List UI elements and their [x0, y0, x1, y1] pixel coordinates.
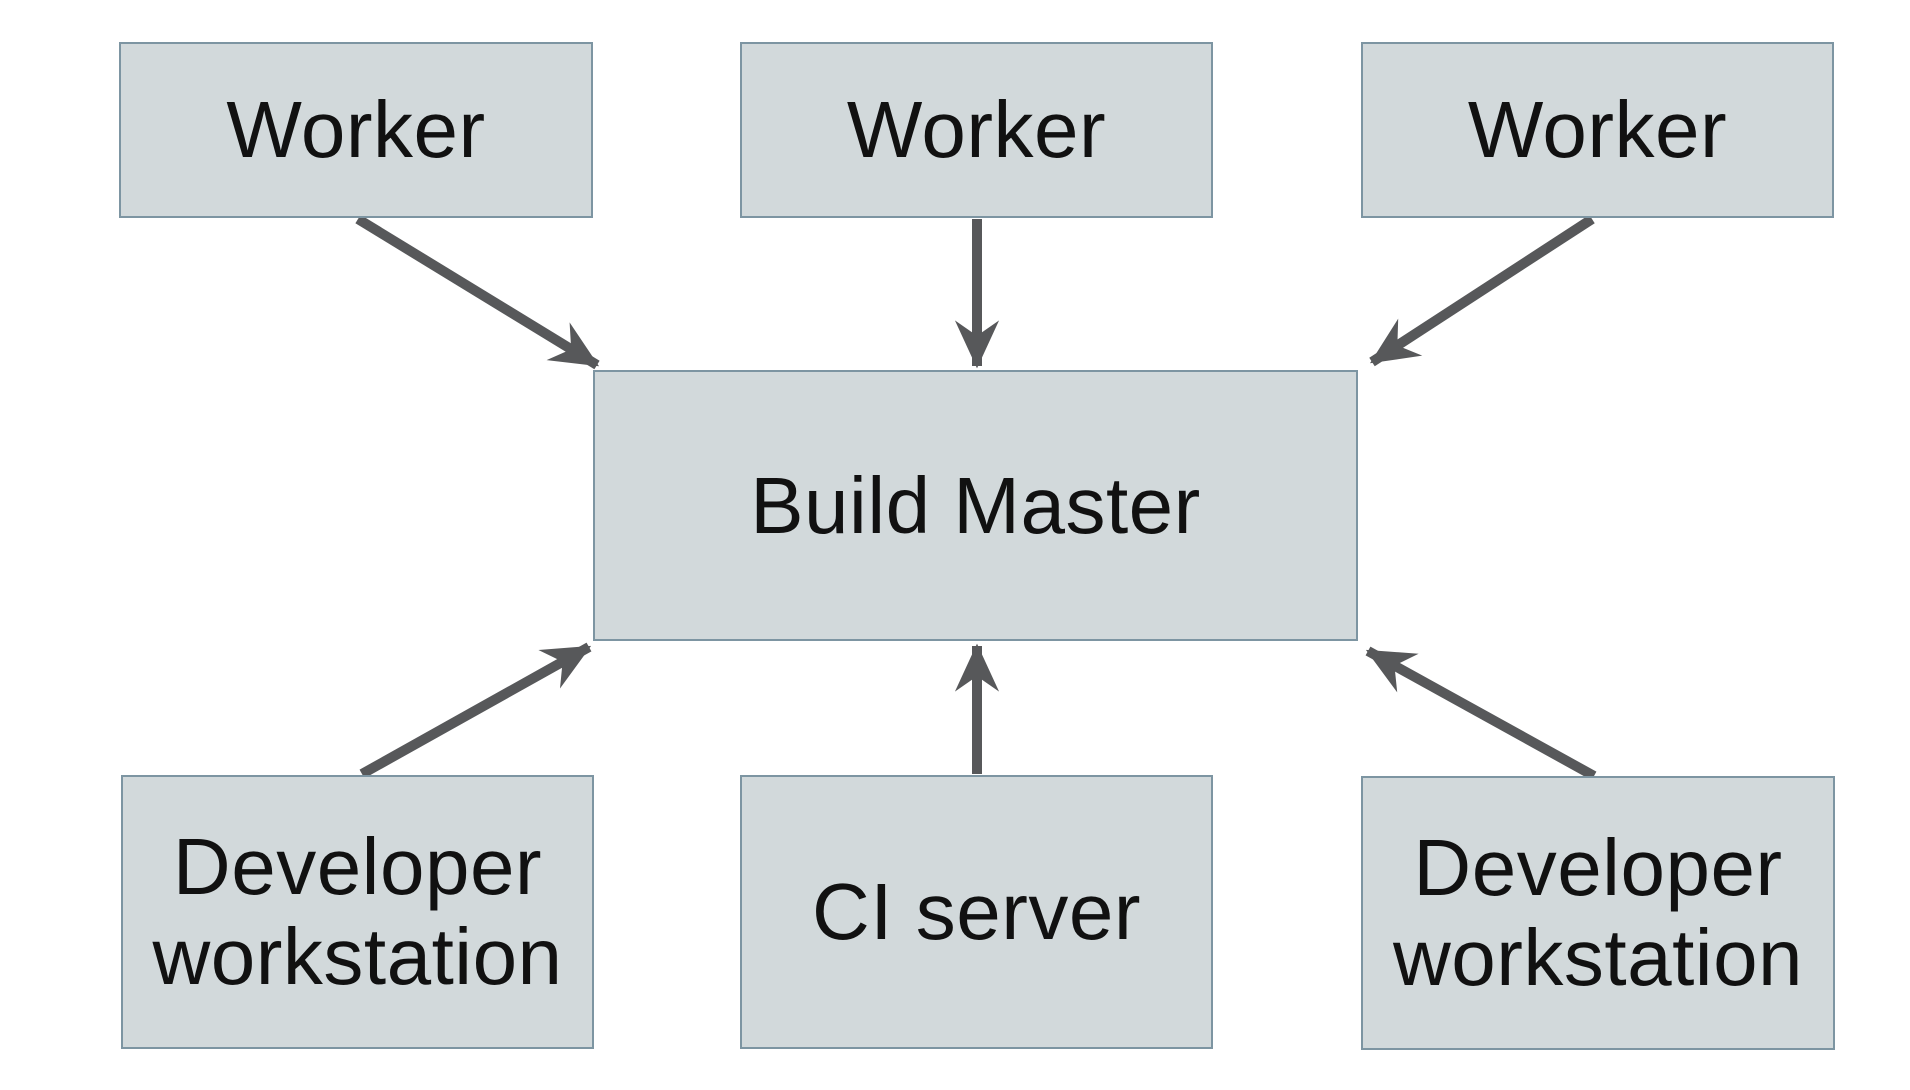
arrow-developer-workstation-2-to-build-master: [1365, 646, 1597, 781]
node-ci-server-label: CI server: [812, 867, 1141, 957]
node-ci-server: CI server: [740, 775, 1213, 1049]
node-build-master: Build Master: [593, 370, 1358, 641]
node-worker-3-label: Worker: [1467, 85, 1728, 175]
node-worker-1: Worker: [119, 42, 593, 218]
node-worker-1-label: Worker: [226, 85, 486, 175]
node-build-master-label: Build Master: [750, 460, 1201, 550]
arrow-worker-3-to-build-master: [1369, 214, 1595, 367]
arrow-developer-workstation-1-to-build-master: [359, 642, 592, 779]
node-worker-3: Worker: [1361, 42, 1834, 218]
arrow-worker-1-to-build-master: [355, 214, 600, 370]
node-worker-2-label: Worker: [846, 85, 1107, 175]
node-developer-workstation-2: Developer workstation: [1361, 776, 1835, 1050]
node-worker-2: Worker: [740, 42, 1213, 218]
node-developer-workstation-2-label: Developer workstation: [1392, 823, 1804, 1002]
node-developer-workstation-1: Developer workstation: [121, 775, 594, 1049]
node-developer-workstation-1-label: Developer workstation: [152, 822, 563, 1001]
